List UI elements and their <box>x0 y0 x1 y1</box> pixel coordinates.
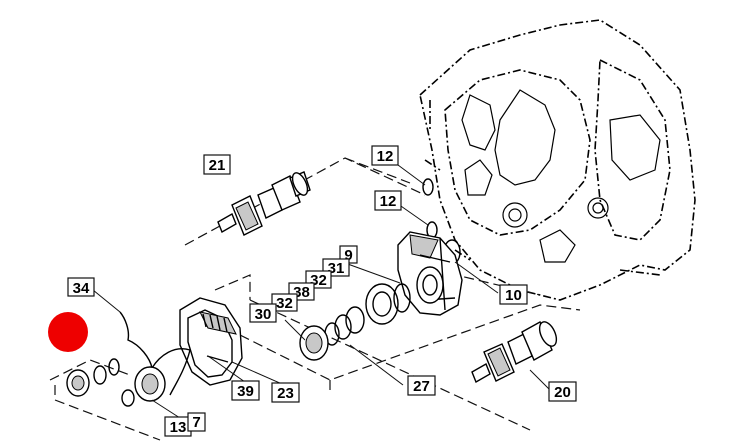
red-marker-dot <box>48 312 88 352</box>
callout-30: 30 <box>249 303 277 323</box>
svg-text:10: 10 <box>505 287 522 304</box>
callout-13: 13 <box>164 416 192 437</box>
camshaft-lower <box>471 321 558 384</box>
bearing-stack <box>299 283 411 361</box>
callout-27: 27 <box>407 375 436 396</box>
callout-7: 7 <box>187 412 206 432</box>
svg-text:31: 31 <box>328 260 345 277</box>
svg-text:20: 20 <box>554 384 571 401</box>
svg-text:23: 23 <box>277 385 294 402</box>
crankcase-housing <box>419 19 696 301</box>
svg-text:39: 39 <box>237 383 254 400</box>
callout-23: 23 <box>271 382 300 403</box>
sprocket-ring <box>179 297 243 386</box>
callout-39: 39 <box>231 380 260 401</box>
callout-20: 20 <box>548 381 577 402</box>
callout-10: 10 <box>499 284 528 305</box>
callout-21: 21 <box>203 154 231 175</box>
o-rings <box>422 178 438 239</box>
svg-text:13: 13 <box>170 419 187 436</box>
svg-text:21: 21 <box>209 157 226 174</box>
svg-text:30: 30 <box>255 306 272 323</box>
leader-lines <box>92 164 551 419</box>
callout-32-lower: 32 <box>271 293 298 312</box>
svg-text:12: 12 <box>380 193 397 210</box>
svg-text:7: 7 <box>192 414 200 431</box>
svg-text:27: 27 <box>413 378 430 395</box>
svg-text:34: 34 <box>73 280 90 297</box>
camshaft-upper <box>217 171 311 236</box>
bearing-housing <box>397 231 463 316</box>
callout-12-upper: 12 <box>371 145 399 166</box>
svg-text:32: 32 <box>276 295 293 312</box>
svg-text:9: 9 <box>344 247 352 264</box>
svg-text:12: 12 <box>377 148 394 165</box>
callout-12-lower: 12 <box>374 190 402 211</box>
lower-bearing-assembly <box>66 358 166 407</box>
callout-34: 34 <box>67 277 95 297</box>
